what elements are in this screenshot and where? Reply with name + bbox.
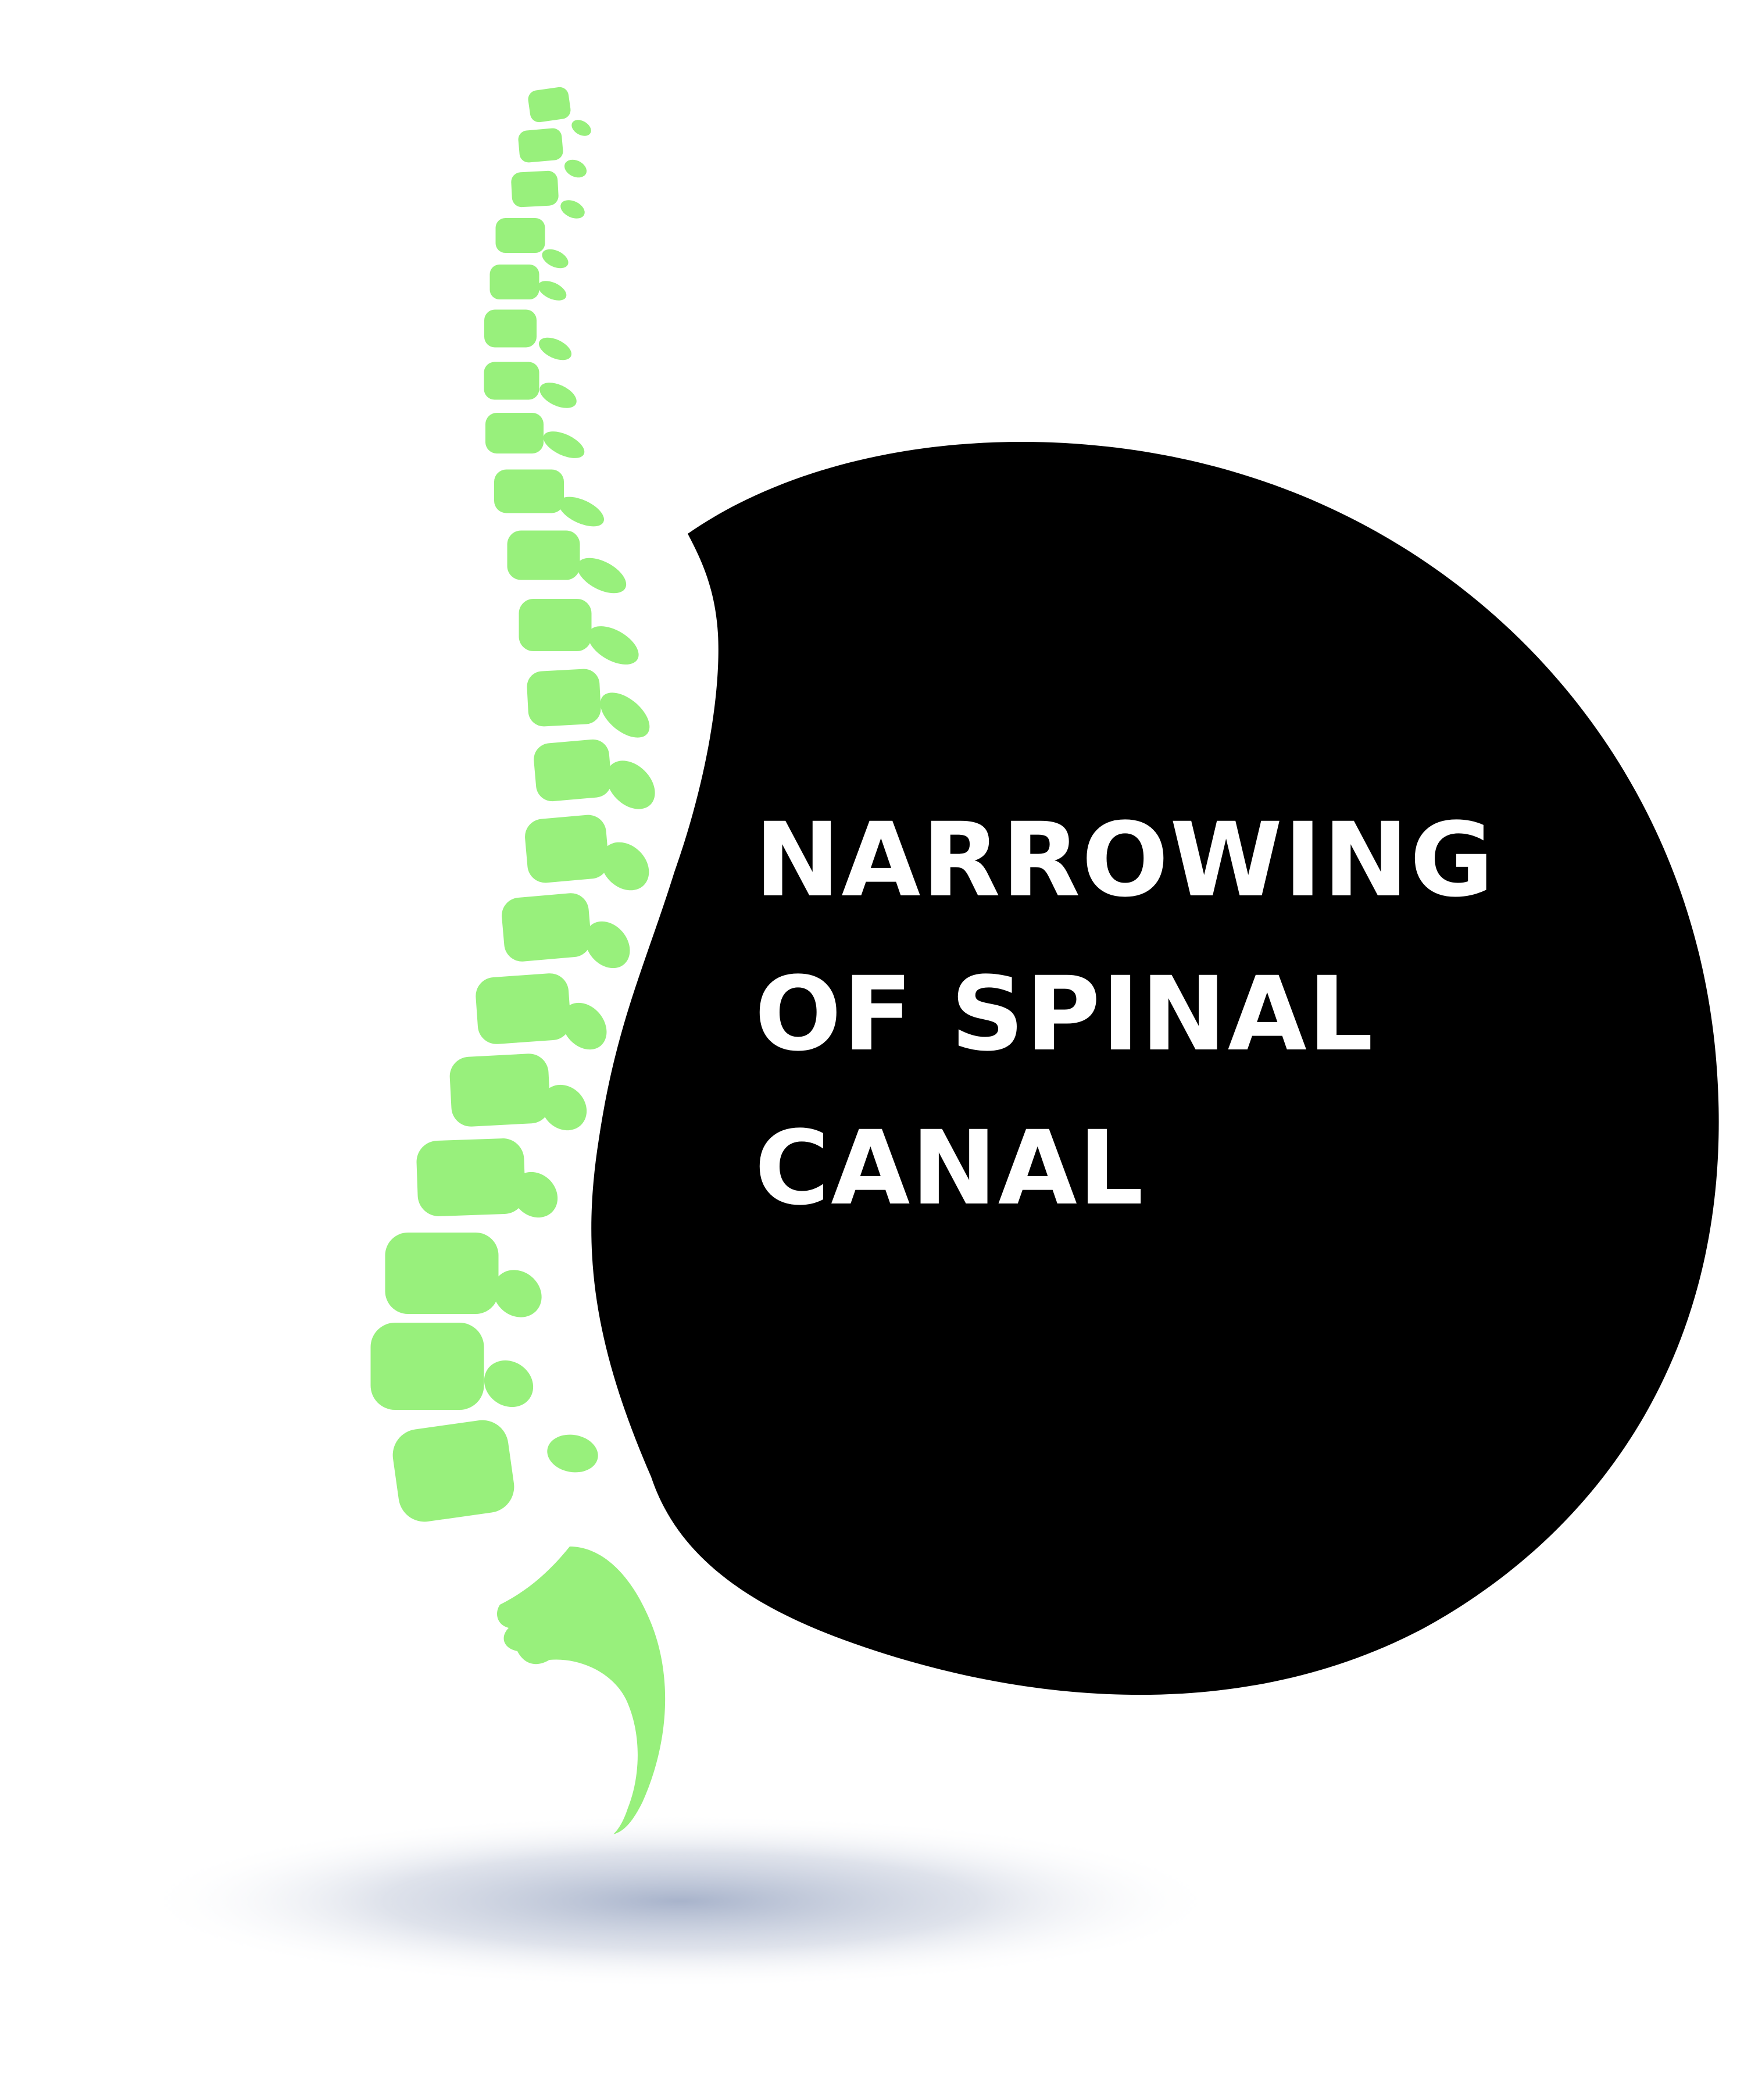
vertebra-process xyxy=(588,626,639,665)
vertebra-body xyxy=(511,170,559,208)
vertebra-body xyxy=(484,309,537,348)
vertebra-process xyxy=(600,692,650,738)
vertebra-process xyxy=(538,281,567,301)
vertebra-process xyxy=(577,558,627,594)
vertebra-body xyxy=(518,128,563,163)
vertebra-body xyxy=(370,1323,484,1410)
vertebra-body xyxy=(525,815,609,883)
vertebra-body xyxy=(494,469,564,513)
vertebra-body xyxy=(476,973,571,1044)
vertebra-body xyxy=(527,669,601,727)
black-blob-shape xyxy=(591,442,1719,1695)
vertebra-process xyxy=(606,760,655,809)
sacrum-shape xyxy=(497,1547,666,1834)
vertebra-body xyxy=(507,530,580,580)
vertebra-process xyxy=(560,200,585,219)
vertebra-body xyxy=(484,362,539,400)
vertebra-body xyxy=(534,739,612,802)
vertebra-body xyxy=(502,893,591,962)
vertebra-process xyxy=(547,1434,598,1473)
vertebra-process xyxy=(512,1172,558,1218)
caption: NARROWING OF SPINAL CANAL xyxy=(755,801,1495,1228)
vertebra-process xyxy=(559,497,604,527)
vertebra-process xyxy=(538,337,572,360)
vertebra-body xyxy=(495,218,545,253)
vertebra-process xyxy=(543,431,585,458)
vertebra-body xyxy=(519,599,592,651)
vertebra-process xyxy=(585,921,630,969)
vertebra-body xyxy=(392,1420,514,1522)
caption-line-3: CANAL xyxy=(755,1109,1145,1228)
vertebra-body xyxy=(489,265,539,299)
caption-line-1: NARROWING xyxy=(755,801,1495,920)
vertebra-body xyxy=(528,87,571,123)
vertebra-process xyxy=(493,1270,542,1317)
spine-icon xyxy=(370,87,666,1834)
vertebra-process xyxy=(562,1002,607,1050)
vertebra-process xyxy=(542,249,569,269)
vertebra-process xyxy=(571,120,591,136)
vertebra-body xyxy=(449,1053,551,1127)
vertebra-body xyxy=(485,413,544,453)
ground-shadow xyxy=(140,1814,1221,1988)
caption-line-2: OF SPINAL xyxy=(755,955,1374,1074)
vertebra-process xyxy=(601,842,649,891)
vertebra-body xyxy=(385,1233,499,1314)
vertebra-process xyxy=(484,1360,534,1408)
vertebra-process xyxy=(539,383,577,408)
vertebra-body xyxy=(416,1138,526,1216)
vertebra-process xyxy=(564,159,587,178)
vertebra-process xyxy=(541,1084,587,1131)
